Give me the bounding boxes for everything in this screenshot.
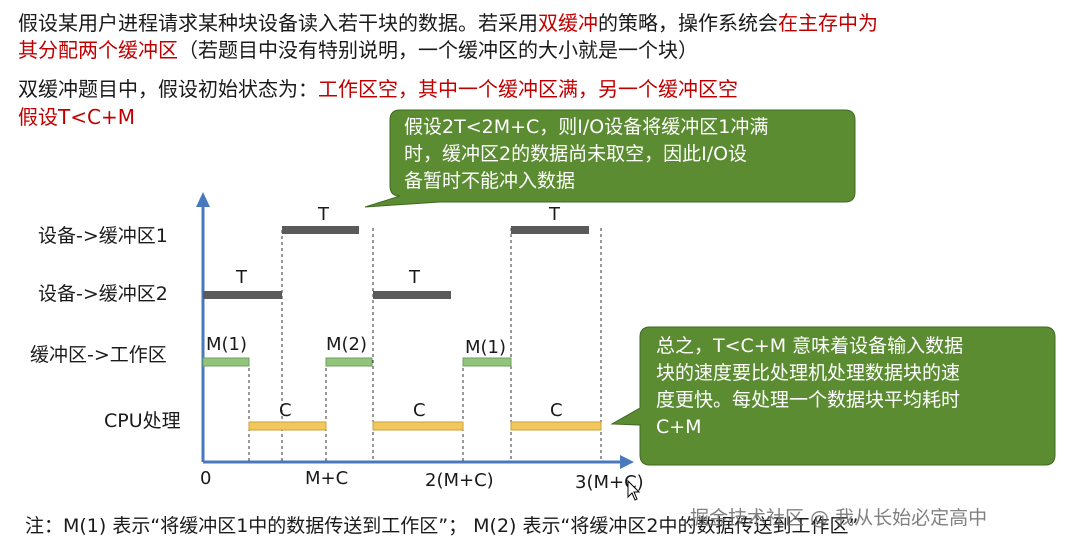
- intro-line-1-d: 在主存中为: [778, 11, 878, 35]
- bar-device-buffer2-2: [373, 291, 451, 299]
- callout-top-shape: [364, 109, 856, 208]
- bar-device-buffer1-2: [511, 226, 589, 234]
- callout-right-line: 度更快。每处理一个数据块平均耗时: [656, 389, 961, 411]
- bar-cpu-2: [372, 421, 464, 431]
- intro-line-2-a: 其分配两个缓冲区: [18, 38, 178, 62]
- intro-line-1-b: 双缓冲: [538, 11, 598, 35]
- bar-label-t: T: [235, 267, 248, 288]
- row-label-cpu: CPU处理: [104, 410, 181, 432]
- intro-line-3-a: 双缓冲题目中，假设初始状态为：: [18, 77, 318, 101]
- bar-device-buffer1-1: [282, 226, 359, 234]
- intro-line-1-c: 的策略，操作系统会: [598, 11, 778, 35]
- bar-label-t: T: [317, 204, 330, 225]
- bar-device-buffer2-1: [203, 291, 282, 299]
- x-tick-label: 2(M+C): [425, 470, 494, 491]
- footnote: 注：M(1) 表示“将缓冲区1中的数据传送到工作区”； M(2) 表示“将缓冲区…: [25, 515, 859, 537]
- callout-right-shape: [610, 326, 1056, 466]
- x-tick-label: 3(M+C): [575, 472, 644, 493]
- x-tick-label: 0: [200, 468, 211, 489]
- bar-cpu-3: [510, 421, 602, 431]
- y-axis-arrow: [196, 192, 210, 207]
- bar-label-m: M(1): [465, 337, 506, 358]
- mouse-cursor-icon: [627, 479, 641, 501]
- intro-line-1-a: 假设某用户进程请求某种块设备读入若干块的数据。若采用: [18, 11, 538, 35]
- bar-label-c: C: [550, 400, 563, 421]
- bar-buffer-work-1: [202, 357, 250, 367]
- intro-line-3-b: 工作区空，其中一个缓冲区满，另一个缓冲区空: [318, 77, 738, 101]
- callout-right-line: 块的速度要比处理机处理数据块的速: [656, 362, 961, 384]
- callout-top-line: 时，缓冲区2的数据尚未取空，因此I/O设: [404, 143, 748, 165]
- intro-line-3: 双缓冲题目中，假设初始状态为：工作区空，其中一个缓冲区满，另一个缓冲区空: [18, 76, 738, 102]
- callout-top-line: 假设2T<2M+C，则I/O设备将缓冲区1冲满: [404, 116, 769, 138]
- bar-buffer-work-2: [325, 357, 373, 367]
- bar-label-m: M(1): [206, 334, 247, 355]
- intro-line-2: 其分配两个缓冲区（若题目中没有特别说明，一个缓冲区的大小就是一个块）: [18, 37, 698, 63]
- bar-label-t: T: [548, 204, 561, 225]
- row-label-buffer-work: 缓冲区->工作区: [30, 344, 167, 366]
- bar-label-t: T: [408, 267, 421, 288]
- bar-label-c: C: [413, 400, 426, 421]
- callout-right-text: 总之，T<C+M 意味着设备输入数据 块的速度要比处理机处理数据块的速 度更快。…: [656, 333, 963, 441]
- row-label-device-buffer2: 设备->缓冲区2: [38, 283, 168, 305]
- callout-top-line: 备暂时不能冲入数据: [404, 170, 576, 192]
- bar-buffer-work-3: [462, 357, 512, 367]
- x-axis-arrow: [620, 455, 634, 469]
- intro-line-1: 假设某用户进程请求某种块设备读入若干块的数据。若采用双缓冲的策略，操作系统会在主…: [18, 10, 878, 36]
- intro-line-4: 假设T<C+M: [18, 105, 135, 129]
- bar-cpu-1: [248, 421, 327, 431]
- bar-label-c: C: [279, 400, 292, 421]
- callout-right-line: 总之，T<C+M 意味着设备输入数据: [656, 335, 964, 357]
- row-label-device-buffer1: 设备->缓冲区1: [38, 225, 168, 247]
- callout-top-text: 假设2T<2M+C，则I/O设备将缓冲区1冲满 时，缓冲区2的数据尚未取空，因此…: [404, 114, 768, 195]
- callout-right-line: C+M: [656, 416, 702, 438]
- intro-line-2-b: （若题目中没有特别说明，一个缓冲区的大小就是一个块）: [178, 38, 698, 62]
- x-tick-label: M+C: [305, 468, 348, 489]
- bar-label-m: M(2): [326, 334, 367, 355]
- watermark: 掘金技术社区 @ 我从长始必定高中: [690, 507, 988, 529]
